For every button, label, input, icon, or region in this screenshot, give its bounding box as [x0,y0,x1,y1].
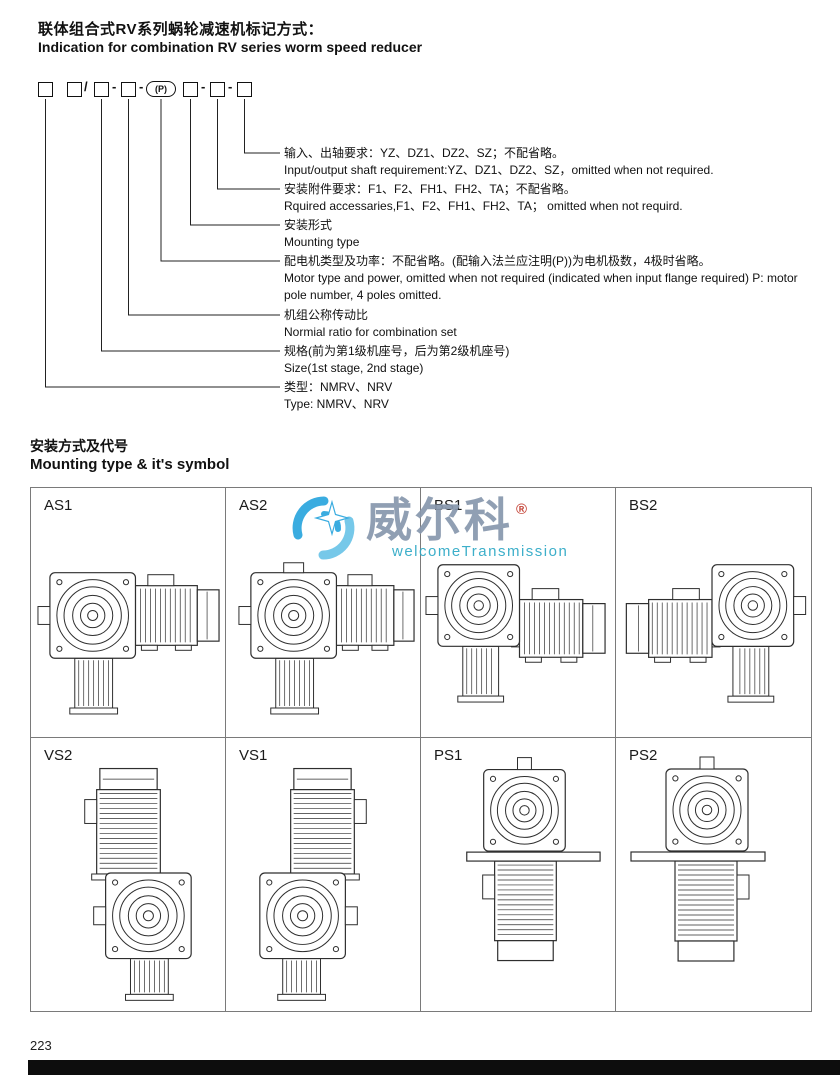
schematic-drawing [425,564,606,703]
code-box-type [38,82,53,97]
schematic-drawing [238,562,415,715]
schematic-drawing [625,564,807,703]
mounting-type-label: BS2 [629,497,658,514]
star-icon [313,499,351,537]
brand-name-line: 威尔科® [366,496,568,544]
mounting-type-label: AS1 [44,497,73,514]
spec-zh: 规格(前为第1级机座号，后为第2级机座号) [284,344,510,358]
mounting-type-label: PS1 [434,747,463,764]
code-box-motor-pole: (P) [146,81,176,97]
page-title-zh: 联体组合式RV系列蜗轮减速机标记方式： [38,21,324,38]
code-separator-dash: - [139,79,144,94]
spec-en: Type: NMRV、NRV [284,397,389,411]
mounting-title-en: Mounting type & it's symbol [30,456,230,473]
schematic-drawing [37,572,220,715]
spec-group-type: 类型：NMRV、NRV Type: NMRV、NRV [284,378,829,413]
schematic-drawing [84,767,192,1001]
spec-group-motor: 配电机类型及功率：不配省略。(配输入法兰应注明(P))为电机极数，4极时省略。 … [284,252,819,304]
spec-zh: 机组公称传动比 [284,308,369,322]
code-box-size1 [67,82,82,97]
mounting-cell-vs2: VS2 [31,738,226,1011]
spec-zh: 类型：NMRV、NRV [284,380,393,394]
mounting-cell-vs1: VS1 [226,738,421,1011]
code-box-ratio [121,82,136,97]
mounting-title-zh: 安装方式及代号 [30,438,128,454]
brand-text-block: 威尔科® welcomeTransmission [366,496,568,559]
mounting-type-label: AS2 [239,497,268,514]
spec-group-shaft: 输入、出轴要求：YZ、DZ1、DZ2、SZ；不配省略。 Input/output… [284,144,829,179]
page-number: 223 [30,1038,52,1053]
mounting-type-label: PS2 [629,747,658,764]
registered-mark: ® [516,501,531,519]
spec-group-accessories: 安装附件要求：F1、F2、FH1、FH2、TA；不配省略。 Rquired ac… [284,180,829,215]
spec-group-ratio: 机组公称传动比 Normial ratio for combination se… [284,306,829,341]
brand-name: 威尔科 [366,494,513,547]
spec-zh: 安装形式 [284,218,333,232]
code-box-mounting [183,82,198,97]
spec-en: Size(1st stage, 2nd stage) [284,361,424,375]
mounting-type-label: VS1 [239,747,268,764]
spec-zh: 安装附件要求：F1、F2、FH1、FH2、TA；不配省略。 [284,182,576,196]
spec-en: Input/output shaft requirement:YZ、DZ1、DZ… [284,163,714,177]
spec-group-mounting: 安装形式 Mounting type [284,216,829,251]
mounting-cell-ps1: PS1 [421,738,616,1011]
mounting-cell-bs2: BS2 [616,488,811,738]
page-title-en: Indication for combination RV series wor… [38,39,423,55]
code-box-accessories [210,82,225,97]
mounting-cell-as1: AS1 [31,488,226,738]
mounting-cell-as2: AS2 [226,488,421,738]
spec-en: Rquired accessaries,F1、F2、FH1、FH2、TA； om… [284,199,683,213]
schematic-drawing [259,767,367,1001]
code-separator-dash: - [228,79,233,94]
spec-en: Mounting type [284,235,360,249]
brand-logo-icon [292,496,355,560]
mounting-cell-ps2: PS2 [616,738,811,1011]
code-box-size2 [94,82,109,97]
code-separator-dash: - [201,79,206,94]
spec-en: Motor type and power, omitted when not r… [284,271,798,302]
schematic-drawing [466,757,601,962]
spec-zh: 配电机类型及功率：不配省略。(配输入法兰应注明(P))为电机极数，4极时省略。 [284,254,711,268]
brand-subtitle: welcomeTransmission [392,542,569,560]
code-separator-dash: - [112,79,117,94]
code-separator-slash: / [84,79,88,94]
brand-watermark: 威尔科® welcomeTransmission [288,492,568,564]
schematic-drawing [630,756,766,962]
footer-bar [28,1060,840,1075]
mounting-table: AS1 AS2 BS1 BS2 VS2 VS1 PS1 PS2 [30,487,812,1012]
mounting-type-label: VS2 [44,747,73,764]
spec-en: Normial ratio for combination set [284,325,457,339]
spec-zh: 输入、出轴要求：YZ、DZ1、DZ2、SZ；不配省略。 [284,146,565,160]
code-box-shaft [237,82,252,97]
spec-group-size: 规格(前为第1级机座号，后为第2级机座号) Size(1st stage, 2n… [284,342,829,377]
mounting-cell-bs1: BS1 [421,488,616,738]
mounting-type-label: BS1 [434,497,463,514]
